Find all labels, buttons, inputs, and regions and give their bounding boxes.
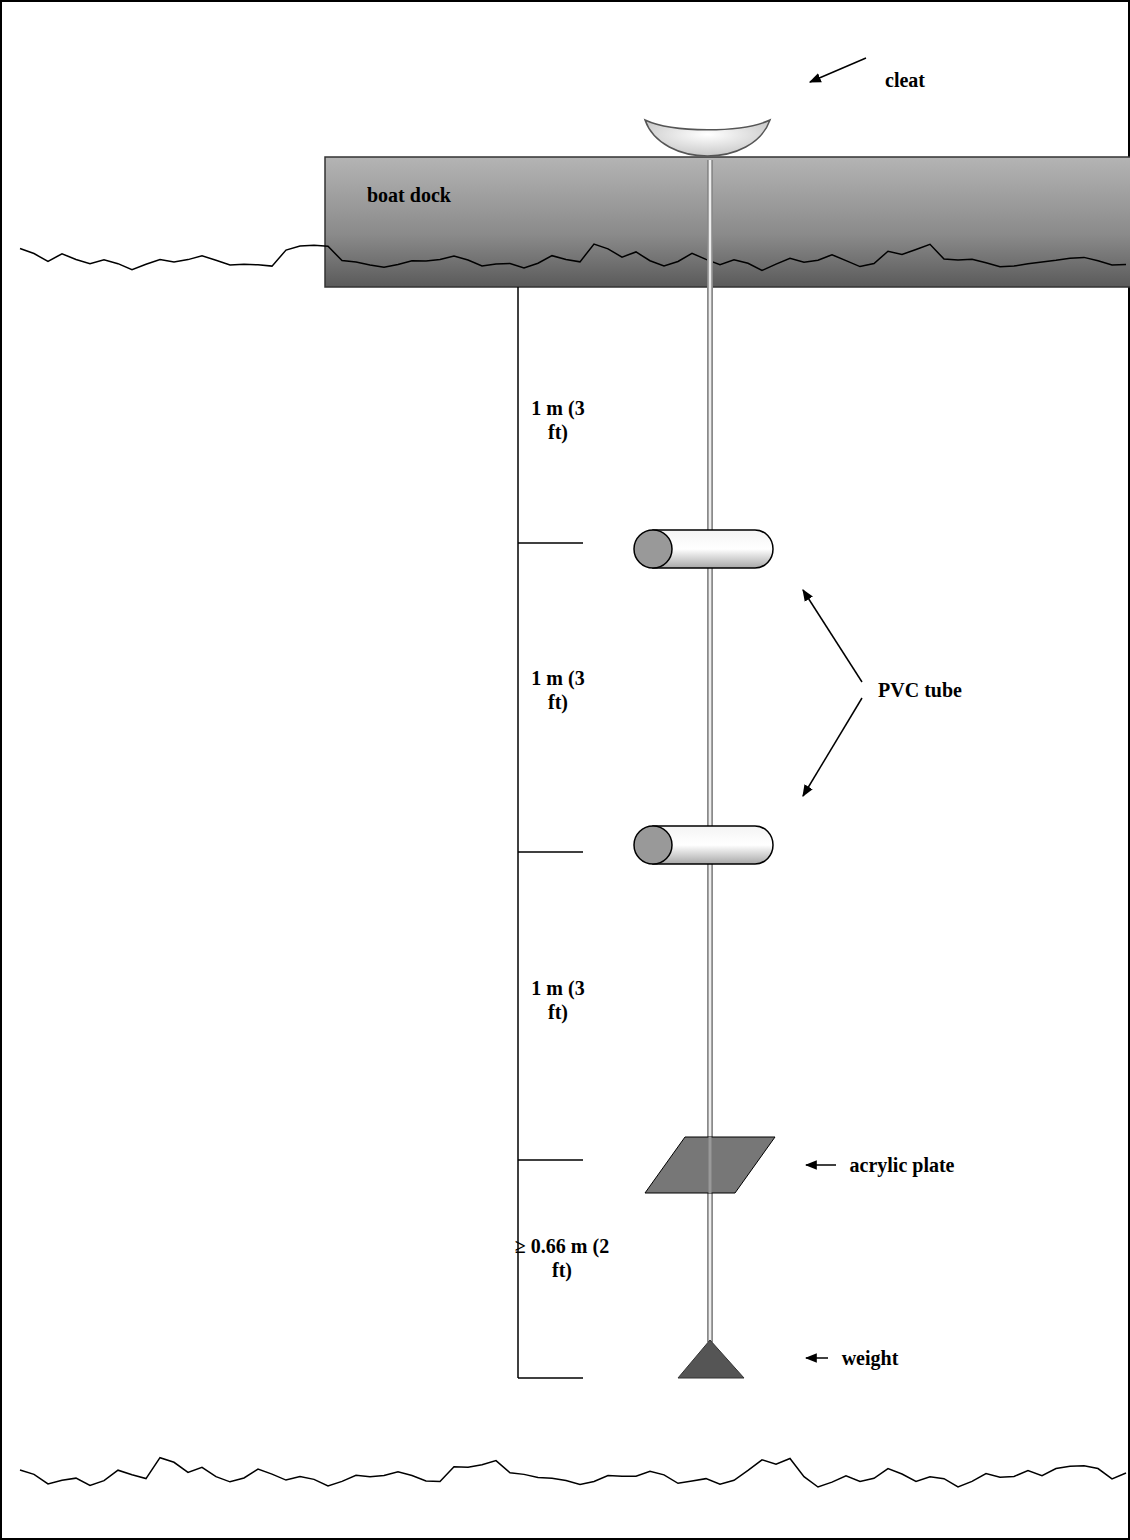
dimension-label: 1 m (3 ft) (522, 396, 594, 444)
dimension-label: 1 m (3 ft) (522, 976, 594, 1024)
callout-label: weight (842, 1346, 899, 1370)
rope (710, 160, 711, 1342)
boat-dock (325, 157, 1130, 287)
rope (709, 1137, 712, 1193)
dimension-label: 1 m (3 ft) (522, 666, 594, 714)
water-surface (20, 244, 1126, 270)
weight-symbol (678, 1340, 744, 1378)
callout-label: PVC tube (878, 678, 962, 702)
pvc-tube-symbol (634, 530, 773, 568)
lake-bottom (20, 1458, 1126, 1487)
dock-band: boat dock (325, 157, 1130, 287)
node-label: boat dock (367, 183, 1130, 207)
dimension-line (518, 287, 583, 1378)
callout-label: acrylic plate (850, 1153, 955, 1177)
cleat-symbol (645, 120, 770, 156)
pvc-tube-symbol (634, 826, 773, 864)
callout-label: cleat (885, 68, 925, 92)
dimension-label: ≥ 0.66 m (2 ft) (513, 1234, 611, 1282)
acrylic-plate-symbol (645, 1137, 775, 1193)
